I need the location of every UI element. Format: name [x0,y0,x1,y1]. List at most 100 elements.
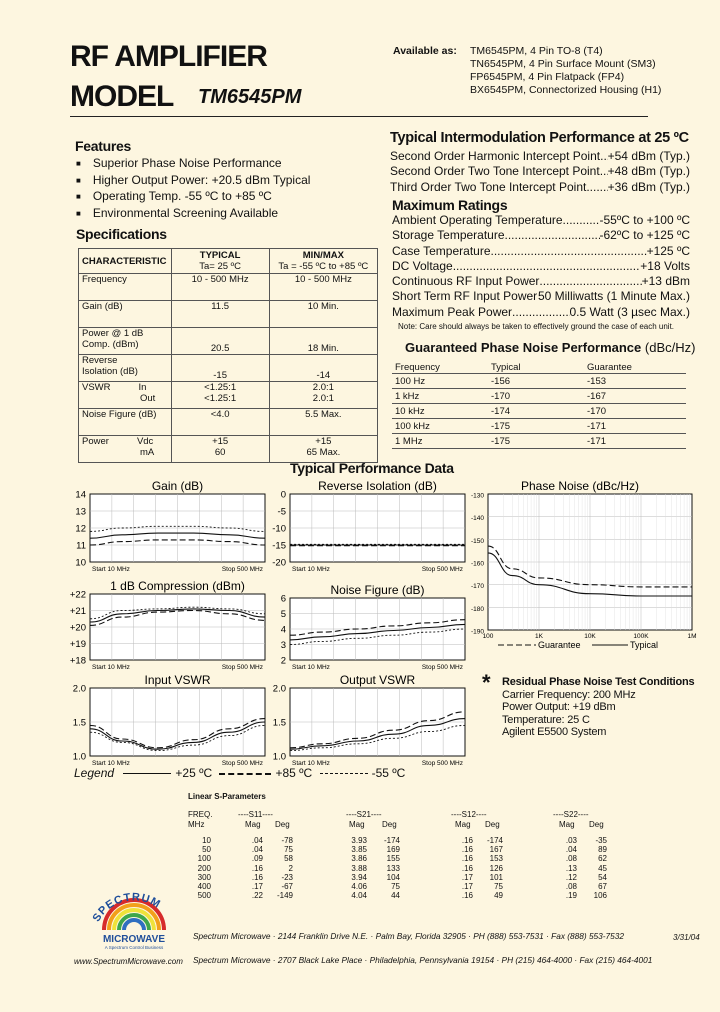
sparam-cell: 45 [598,863,607,873]
chart-title: Noise Figure (dB) [330,583,424,597]
sparam-cell: .22 [251,891,263,901]
y-tick-label: 1.5 [73,718,86,729]
y-tick-label: 1.0 [273,752,286,763]
list-item: Carrier Frequency: 200 MHz [502,688,636,701]
specs-heading: Specifications [76,226,167,242]
intermod-list: Second Order Harmonic Intercept Point+54… [390,149,690,195]
sparam-cell: 155 [386,854,400,864]
sparam-cell: 3.85 [351,845,367,855]
sparams-freq-label: FREQ. [188,810,213,819]
y-tick-label: -15 [272,541,286,552]
sparam-cell: .03 [565,836,577,845]
series-line [289,711,466,749]
list-item: Short Term RF Input Power50 Milliwatts (… [392,289,690,304]
series-line [89,539,266,546]
sparam-cell: .13 [565,863,577,873]
sparam-cell: -149 [276,891,293,901]
sparam-cell: 300 [197,872,211,882]
sparams-heading: Linear S-Parameters [188,792,266,801]
x-tick-label: 10K [584,633,596,640]
series-line [89,608,266,623]
list-item: Storage Temperature-62ºC to +125 ºC [392,228,690,243]
x-stop-label: Stop 500 MHz [422,664,463,671]
y-tick-label: 14 [75,490,86,501]
y-tick-label: -130 [471,493,484,500]
series-line [289,619,466,636]
y-tick-label: 11 [76,541,86,552]
sparam-col-header: Deg [275,820,290,829]
x-start-label: Start 10 MHz [292,664,330,671]
features-list: Superior Phase Noise Performance Higher … [76,156,311,223]
sparam-cell: 75 [391,882,400,891]
table-row: 10 kHz-174-170 [392,403,686,419]
spectrum-logo: SPECTRUM MICROWAVE A Spectrum Control Bu… [91,891,166,950]
sparam-cell: .04 [565,845,577,855]
list-item: Power Output: +19 dBm [502,701,616,713]
table-row: 100 Hz-156-153 [392,373,686,389]
x-stop-label: Stop 500 MHz [422,760,463,767]
y-tick-label: -160 [471,561,484,568]
y-tick-label: -5 [278,507,286,518]
table-row: 1 MHz-175-171 [392,433,686,449]
title-line2: MODEL [70,80,174,113]
spec-col-characteristic: CHARACTERISTIC [78,248,172,274]
x-start-label: Start 10 MHz [92,566,130,573]
series-line [487,552,692,597]
sparam-cell: .08 [565,854,577,864]
list-item: Agilent E5500 System [502,726,607,738]
series-line [89,721,266,750]
intermod-heading: Typical Intermodulation Performance at 2… [390,130,689,146]
sparam-col-header: Mag [559,820,575,829]
sparam-group-header: ----S11---- [238,810,273,819]
phase-noise-table-title: Guaranteed Phase Noise Performance (dBc/… [405,340,696,355]
max-ratings-heading: Maximum Ratings [392,197,508,213]
sparam-cell: .16 [251,863,263,873]
x-start-label: Start 10 MHz [292,566,330,573]
series-line [289,718,466,750]
sparam-cell: 400 [197,882,211,891]
list-item: Case Temperature+125 ºC [392,244,690,259]
title-line1: RF AMPLIFIER [70,40,268,73]
rainbow-arcs [102,898,166,931]
sparam-cell: -78 [281,836,293,845]
y-tick-label: 13 [75,507,86,518]
sparam-cell: 167 [489,845,503,855]
x-stop-label: Stop 500 MHz [222,566,263,573]
sparam-cell: .16 [461,863,473,873]
chart-title: Reverse Isolation (dB) [318,479,437,493]
legend-item: +85 ºC [275,766,313,780]
svg-text:A Spectrum Control Business: A Spectrum Control Business [105,945,164,950]
sparam-cell: 169 [386,845,400,855]
y-tick-label: 4 [281,625,286,636]
header-rule [70,116,648,117]
sparam-cell: 500 [197,891,211,901]
x-stop-label: Stop 500 MHz [222,760,263,767]
sparam-cell: -174 [486,836,503,845]
sparam-cell: .19 [565,891,577,901]
list-item: Temperature: 25 C [502,713,590,726]
sparam-cell: 62 [598,854,607,864]
list-item: Maximum Peak Power0.5 Watt (3 µsec Max.) [392,305,690,320]
sparam-cell: 75 [284,845,293,855]
sparam-cell: .09 [251,854,263,864]
sparam-col-header: Deg [589,820,604,829]
y-tick-label: 12 [75,524,86,535]
residual-star: * [482,670,491,695]
x-start-label: Start 10 MHz [92,760,130,767]
available-item: FP6545PM, 4 Pin Flatpack (FP4) [470,71,625,83]
series-line [289,628,466,645]
series-line [487,545,692,588]
y-tick-label: 10 [75,558,86,569]
sparam-cell: .17 [461,882,473,891]
feature-item: Environmental Screening Available [76,206,310,223]
y-tick-label: -140 [471,515,484,522]
legend-dashed-line [219,772,272,775]
list-item: DC Voltage+18 Volts [392,259,690,274]
chart-title: Output VSWR [340,673,416,687]
y-tick-label: +19 [70,639,86,650]
sparam-cell: .16 [461,891,473,901]
footer-website[interactable]: www.SpectrumMicrowave.com [74,957,183,966]
y-tick-label: 2.0 [73,684,86,695]
